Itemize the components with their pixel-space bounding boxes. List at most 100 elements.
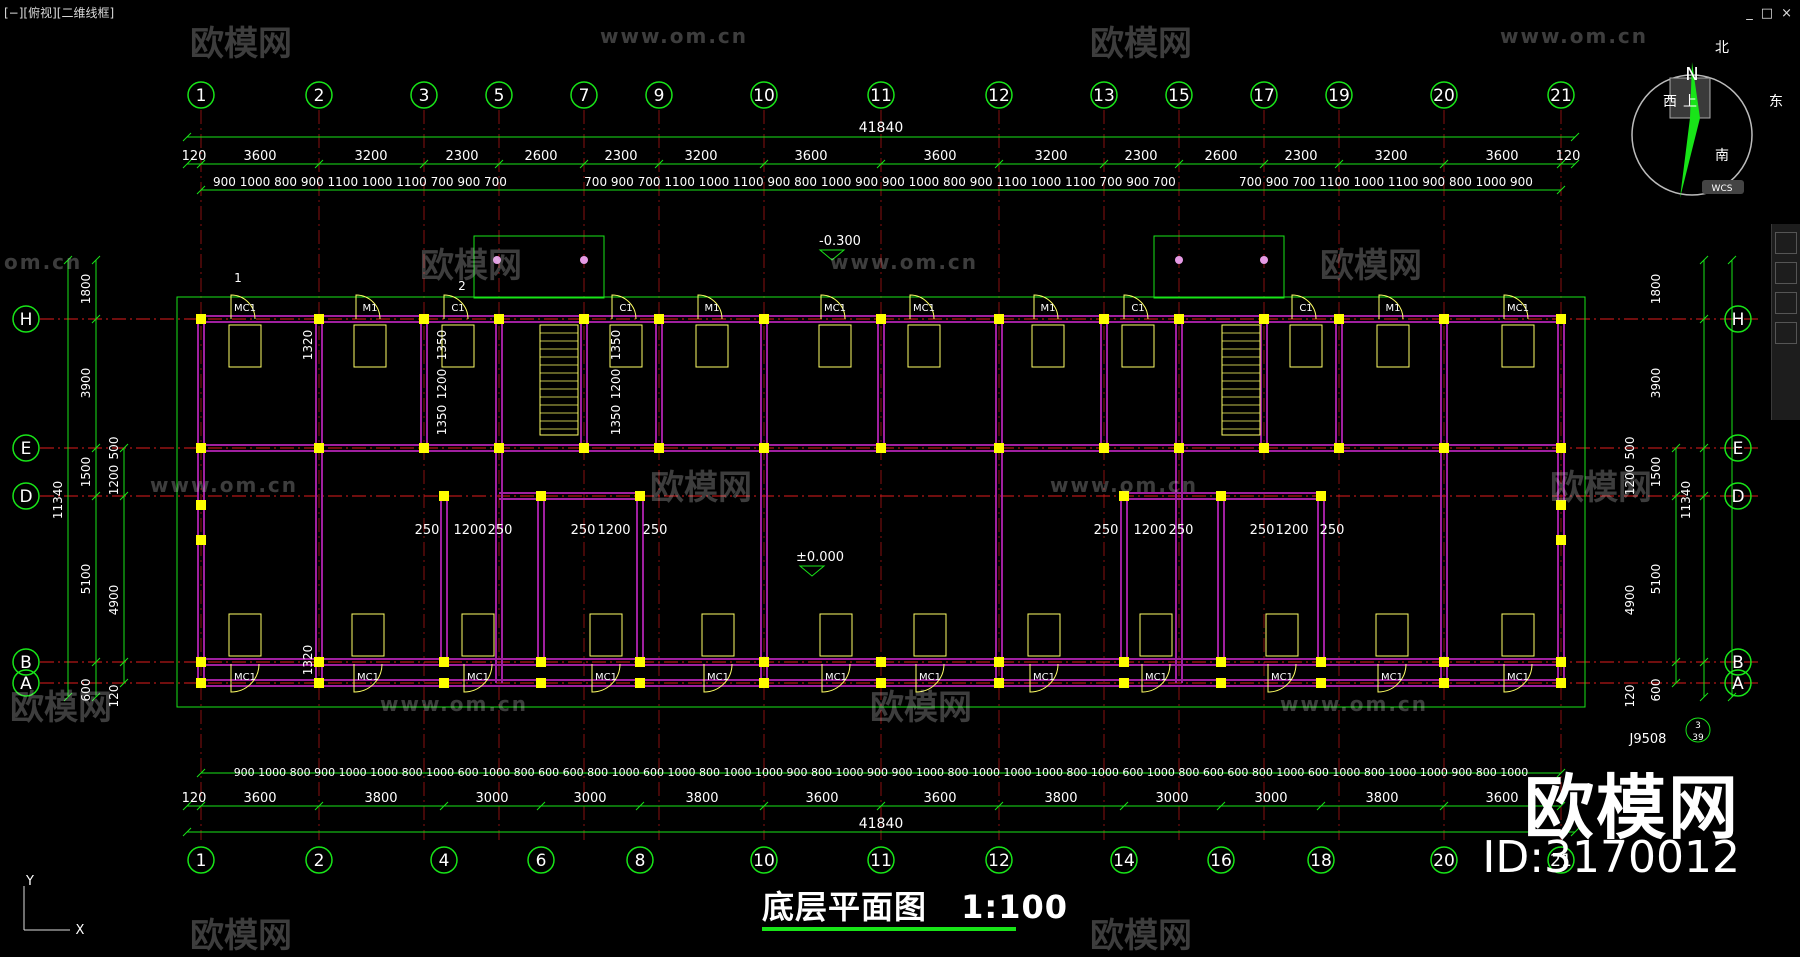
axis-bubble-label: 2 [314,851,325,871]
column [1316,491,1326,501]
door-swing [230,663,260,693]
column [314,678,324,688]
axis-bubble-label: 18 [1310,851,1332,871]
axis-bubble [305,81,333,109]
door-label: MC1 [357,672,379,683]
door-label: MC1 [234,672,256,683]
viewport-label[interactable]: [−][俯视][二维线框] [4,6,115,20]
navigation-bar [1771,224,1800,420]
column [536,657,546,667]
column [654,314,664,324]
zoom-icon[interactable] [1775,262,1797,284]
axis-bubble-label: 21 [1550,86,1572,106]
furniture-block [1121,324,1155,368]
axis-bubble [527,846,555,874]
close-icon[interactable]: × [1781,6,1792,21]
axis-bubble-label: 9 [654,86,665,106]
column [1216,491,1226,501]
dimension-tick [1099,159,1109,169]
door-label: MC1 [1145,672,1167,683]
dimension-tick [314,159,324,169]
dimension-tick [91,657,101,667]
corridor-dim: 250 [415,523,440,538]
axis-bubble [410,81,438,109]
axis-bubble [1307,846,1335,874]
column [314,314,324,324]
dim-text: 1200 [107,465,121,496]
door-swing [1123,294,1149,320]
axis-bubble-label: E [21,439,32,459]
column [579,314,589,324]
column [1099,443,1109,453]
column [419,314,429,324]
view-cube-compass: N北南东西上WCSYX [23,40,1783,938]
dim-text: 3800 [1044,791,1077,806]
dimension-tick [1699,443,1709,453]
axis-bubble [1547,81,1575,109]
dimension-tick [196,159,206,169]
column [1216,657,1226,667]
corridor-dim: 1200 [1275,523,1308,538]
column [1119,657,1129,667]
furniture-block [695,324,729,368]
dim-text: 900 1000 800 900 1000 1000 800 1000 600 … [234,766,1529,779]
column [1216,678,1226,688]
minimize-icon[interactable]: _ [1746,6,1753,21]
dim-text: 1500 [1649,457,1663,488]
dim-text: 3000 [1155,791,1188,806]
axis-bubble-label: 15 [1168,86,1190,106]
dimension-tick [196,801,206,811]
furniture-block [1265,613,1299,657]
view-cube-top: 上 [1683,94,1697,110]
column [1259,314,1269,324]
column [759,657,769,667]
furniture-block [609,324,643,368]
axis-bubble-label: 12 [988,86,1010,106]
rainwater-pipe [1260,256,1268,264]
axis-bubble [570,81,598,109]
axis-bubble [750,846,778,874]
showmotion-icon[interactable] [1775,322,1797,344]
pan-icon[interactable] [1775,232,1797,254]
dim-text: 1800 [1649,274,1663,305]
corridor-dim: 250 [643,523,668,538]
dim-text: 3000 [573,791,606,806]
dim-text: 3000 [1254,791,1287,806]
axis-bubble-label: A [1732,674,1744,694]
column [1439,314,1449,324]
column [196,678,206,688]
column [1334,443,1344,453]
column [876,657,886,667]
restore-icon[interactable]: □ [1760,6,1774,21]
column [1556,678,1566,688]
dim-text: 2300 [445,149,478,164]
axis-bubble [1250,81,1278,109]
door-label: MC1 [1381,672,1403,683]
column [876,678,886,688]
dimension-tick [654,159,664,169]
brand-logo-text: 欧模网 [1524,767,1740,849]
door-label: MC1 [595,672,617,683]
door-label: MC1 [919,672,941,683]
axis-bubble-label: 21 [1550,851,1572,871]
axis-bubble [1325,81,1353,109]
dimension-tick [119,678,129,688]
column [1316,678,1326,688]
column [494,314,504,324]
corridor-dim: 250 [1169,523,1194,538]
door-label: MC1 [707,672,729,683]
orbit-icon[interactable] [1775,292,1797,314]
axis-bubble [12,305,40,333]
column [196,500,206,510]
compass-east: 东 [1769,94,1783,110]
column [759,678,769,688]
axis-bubble-label: 7 [579,86,590,106]
door-swing [1378,294,1404,320]
door-label: MC1 [913,303,935,314]
furniture-block [907,324,941,368]
axis-bubble [985,81,1013,109]
column [1259,443,1269,453]
door-swing [353,663,383,693]
dimension-tick [91,314,101,324]
